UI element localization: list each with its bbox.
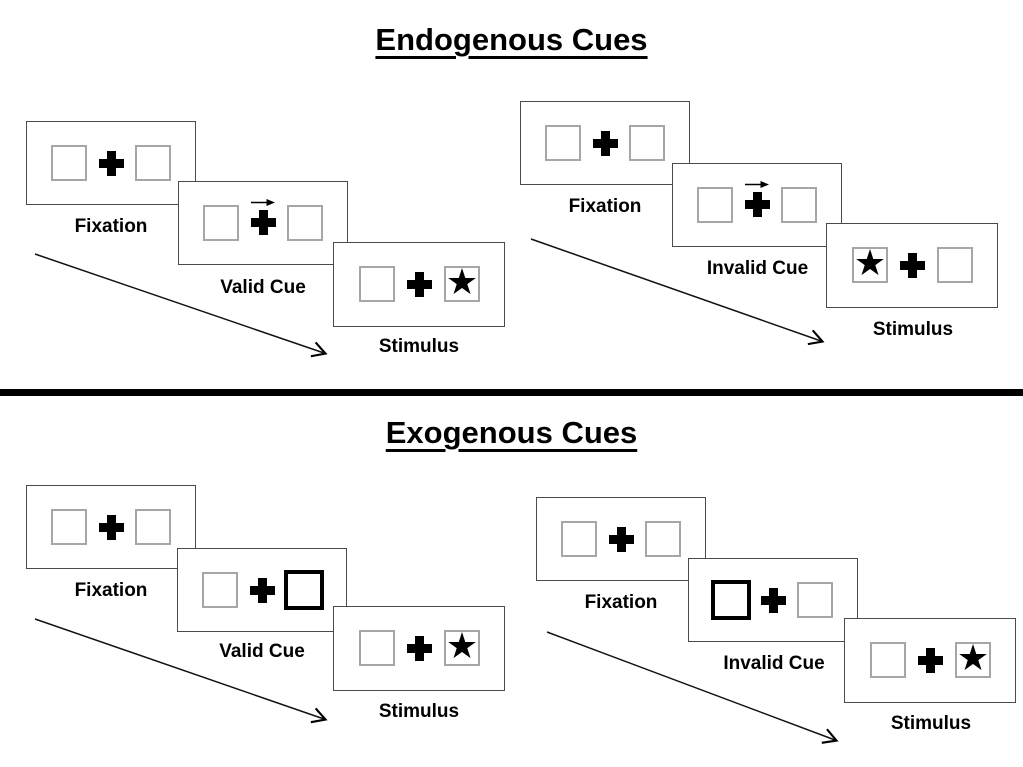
right-placeholder-box <box>135 509 171 545</box>
stimulus-panel: ★ <box>333 242 505 327</box>
fixation-cross-icon <box>250 210 276 235</box>
fixation-cross-icon <box>744 192 770 217</box>
right-placeholder-box <box>135 145 171 181</box>
stimulus-panel: ★ <box>333 606 505 691</box>
fixation-panel <box>26 485 196 569</box>
right-placeholder-box <box>937 247 973 283</box>
time-arrow-endogenous-valid <box>34 253 328 358</box>
left-placeholder-box <box>202 572 238 608</box>
panel-label: Invalid Cue <box>706 258 809 279</box>
left-placeholder-box <box>697 187 733 223</box>
fixation-cross-icon <box>900 253 925 278</box>
stimulus-panel: ★ <box>844 618 1016 703</box>
left-placeholder-box <box>545 125 581 161</box>
panel-label: Stimulus <box>378 701 460 722</box>
right-target-box: ★ <box>955 638 991 679</box>
central-cue-group <box>179 198 347 235</box>
cue-highlight-box <box>711 580 751 620</box>
fixation-panel <box>520 101 690 185</box>
right-placeholder-box <box>287 205 323 241</box>
left-placeholder-box <box>51 509 87 545</box>
right-arrow-cue-icon <box>251 199 275 206</box>
star-target-icon: ★ <box>956 638 990 679</box>
star-target-icon: ★ <box>445 262 479 303</box>
cue-panel <box>688 558 858 642</box>
star-target-icon: ★ <box>445 626 479 667</box>
fixation-cross-icon <box>593 131 618 156</box>
cue-panel <box>177 548 347 632</box>
panel-label: Fixation <box>74 216 148 237</box>
section-title-text: Exogenous Cues <box>385 415 638 450</box>
left-placeholder-box <box>51 145 87 181</box>
fixation-cross-icon <box>761 588 786 613</box>
fixation-panel <box>26 121 196 205</box>
right-placeholder-box <box>797 582 833 618</box>
panel-label: Stimulus <box>872 319 954 340</box>
left-placeholder-box <box>359 630 395 666</box>
left-placeholder-box <box>561 521 597 557</box>
fixation-cross-icon <box>918 648 943 673</box>
panel-label: Fixation <box>584 592 658 613</box>
panel-label: Stimulus <box>890 713 972 734</box>
panel-label: Fixation <box>74 580 148 601</box>
fixation-panel <box>536 497 706 581</box>
fixation-cross-icon <box>609 527 634 552</box>
left-placeholder-box <box>870 642 906 678</box>
fixation-cross-icon <box>407 636 432 661</box>
right-arrow-cue-icon <box>745 181 769 188</box>
star-target-icon: ★ <box>853 243 887 284</box>
section-title-text: Endogenous Cues <box>375 22 648 57</box>
stimulus-panel: ★ <box>826 223 998 308</box>
section-divider-line <box>0 389 1023 396</box>
section-title-exogenous: Exogenous Cues <box>0 415 1023 451</box>
panel-label: Stimulus <box>378 336 460 357</box>
right-placeholder-box <box>645 521 681 557</box>
right-placeholder-box <box>781 187 817 223</box>
time-arrow-exogenous-invalid <box>546 631 839 744</box>
panel-label: Fixation <box>568 196 642 217</box>
right-placeholder-box <box>629 125 665 161</box>
fixation-cross-icon <box>407 272 432 297</box>
right-target-box: ★ <box>444 262 480 303</box>
panel-label: Valid Cue <box>219 641 305 662</box>
fixation-cross-icon <box>250 578 275 603</box>
time-arrow-exogenous-valid <box>34 618 328 724</box>
left-placeholder-box <box>359 266 395 302</box>
time-arrow-endogenous-invalid <box>530 238 825 346</box>
fixation-cross-icon <box>99 515 124 540</box>
central-cue-group <box>673 180 841 217</box>
cue-panel <box>178 181 348 265</box>
right-target-box: ★ <box>444 626 480 667</box>
panel-label: Valid Cue <box>220 277 306 298</box>
panel-label: Invalid Cue <box>723 653 825 674</box>
section-title-endogenous: Endogenous Cues <box>0 22 1023 58</box>
left-placeholder-box <box>203 205 239 241</box>
fixation-cross-icon <box>99 151 124 176</box>
cue-highlight-box <box>284 570 324 610</box>
cue-panel <box>672 163 842 247</box>
left-target-box: ★ <box>852 243 888 284</box>
